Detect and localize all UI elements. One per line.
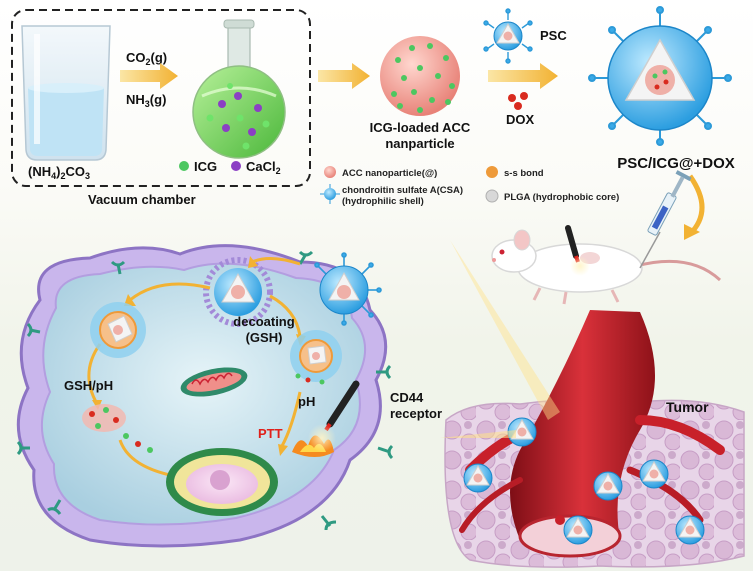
light-ray-2 [440,430,516,438]
syringe-icon [639,170,692,269]
icg-label: ICG [194,159,217,174]
legend-ss-text: s-s bond [504,168,544,179]
legend-acc-icon [324,166,336,178]
acc-label-line2: nanparticle [385,136,454,151]
vacuum-chamber-label: Vacuum chamber [88,192,196,207]
ammonium-carbonate-label: (NH4)2CO3 [28,164,90,181]
synthesis-arrow-2 [318,63,370,89]
cacl2-dot-icon [231,161,241,171]
ptt-label: PTT [258,426,283,441]
synthesis-arrow-1 [120,63,178,89]
laser-pen-icon-cell [308,380,360,452]
synthesis-arrow-3 [488,63,558,89]
psc-icg-dox-nanoparticle-icon [588,6,732,146]
psc-nanoparticle-icon [483,8,533,64]
dox-dots-icon [508,92,528,110]
icg-dot-icon [179,161,189,171]
gsh-ph-label: GSH/pH [64,378,113,393]
cacl2-label: CaCl2 [246,159,281,176]
laser-pen-icon-mouse [565,225,590,276]
endosome-left-icon [90,302,146,358]
legend-csa-text-1: chondroitin sulfate A(CSA) [342,185,463,196]
acc-nanoparticle-icon [380,36,460,116]
nucleus-icon [166,448,278,516]
tumor-label: Tumor [666,399,709,415]
co2-gas-label: CO2(g) [126,50,167,67]
legend-acc-text: ACC nanoparticle(@) [342,168,437,179]
legend: ACC nanoparticle(@) s-s bond chondroitin… [320,166,619,207]
dox-label: DOX [506,112,535,127]
ph-label: pH [298,394,315,409]
cd44-label-2: receptor [390,406,442,421]
round-bottom-flask-icon [192,19,286,159]
psc-label: PSC [540,28,567,43]
endosome-right-icon [290,330,342,385]
nh3-gas-label: NH3(g) [126,92,166,109]
cd44-receptor-icons [16,250,394,531]
beaker-icon [21,25,111,161]
cd44-label-1: CD44 [390,390,424,405]
endocytosis-vesicle [203,257,273,327]
product-label: PSC/ICG@+DOX [617,155,735,172]
legend-ss-icon [486,166,498,178]
vacuum-chamber-box [11,9,311,187]
acc-label-line1: ICG-loaded ACC [370,120,471,135]
decoating-label-1: decoating [233,314,294,329]
legend-csa-icon [320,184,340,204]
mitochondrion-icon [180,367,248,397]
incoming-nanoparticle-icon [314,252,382,326]
legend-plga-icon [485,189,499,203]
legend-csa-text-2: (hydrophilic shell) [342,196,424,207]
mouse-icon [491,229,722,305]
product-to-mouse-arrowhead [684,224,700,240]
legend-plga-text: PLGA (hydrophobic core) [504,192,619,203]
released-drug-particles [82,404,153,453]
product-to-mouse-arrow [687,174,705,236]
decoating-label-2: (GSH) [246,330,283,345]
light-ray-1 [450,240,560,420]
